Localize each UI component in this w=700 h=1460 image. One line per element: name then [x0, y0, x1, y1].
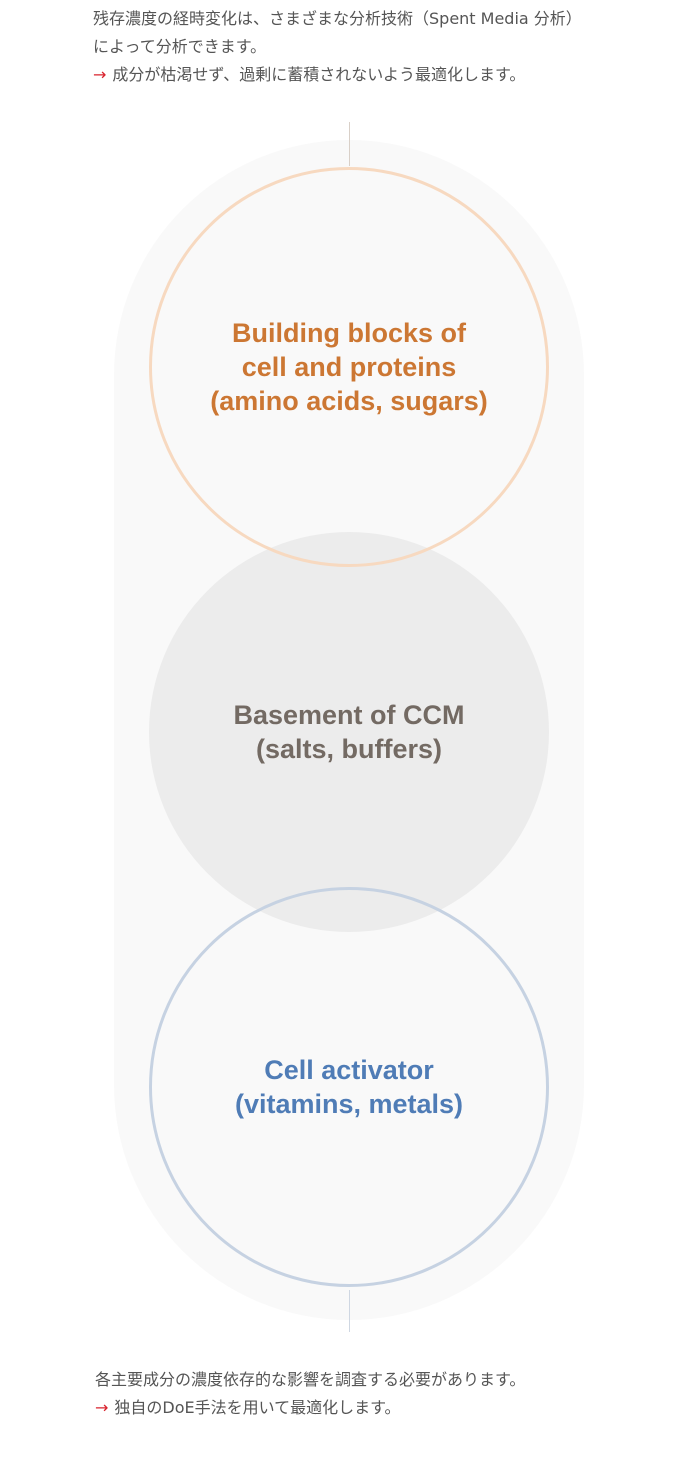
- activator-label-line-2: (vitamins, metals): [234, 1089, 464, 1119]
- intro-line-3-text: 成分が枯渇せず、過剰に蓄積されないよう最適化します。: [112, 65, 526, 84]
- basement-label-line-2: (salts, buffers): [255, 734, 443, 764]
- building-label-line-1: Building blocks of: [232, 318, 466, 348]
- arrow-right-icon: →: [95, 1398, 109, 1417]
- building-blocks-label: Building blocks of cell and proteins (am…: [210, 316, 488, 418]
- activator-circle: Cell activator (vitamins, metals): [149, 887, 549, 1287]
- building-label-line-3: (amino acids, sugars): [210, 386, 488, 416]
- intro-text: 残存濃度の経時変化は、さまざまな分析技術（Spent Media 分析） によっ…: [93, 5, 653, 89]
- arrow-right-icon: →: [93, 65, 107, 84]
- outro-text: 各主要成分の濃度依存的な影響を調査する必要があります。 → 独自のDoE手法を用い…: [95, 1366, 655, 1422]
- outro-line-2-text: 独自のDoE手法を用いて最適化します。: [114, 1398, 401, 1417]
- outro-line-2: → 独自のDoE手法を用いて最適化します。: [95, 1394, 655, 1422]
- connector-line-top: [349, 122, 350, 166]
- activator-label: Cell activator (vitamins, metals): [235, 1053, 463, 1121]
- basement-label: Basement of CCM (salts, buffers): [233, 698, 464, 766]
- building-blocks-circle: Building blocks of cell and proteins (am…: [149, 167, 549, 567]
- activator-label-line-1: Cell activator: [264, 1055, 434, 1085]
- connector-line-bottom: [349, 1290, 350, 1332]
- intro-line-1: 残存濃度の経時変化は、さまざまな分析技術（Spent Media 分析）: [93, 9, 582, 28]
- basement-label-line-1: Basement of CCM: [233, 700, 465, 730]
- building-label-line-2: cell and proteins: [241, 352, 457, 382]
- outro-line-1: 各主要成分の濃度依存的な影響を調査する必要があります。: [95, 1370, 526, 1389]
- intro-line-2: によって分析できます。: [93, 37, 267, 56]
- basement-circle: Basement of CCM (salts, buffers): [149, 532, 549, 932]
- intro-line-3: → 成分が枯渇せず、過剰に蓄積されないよう最適化します。: [93, 61, 653, 89]
